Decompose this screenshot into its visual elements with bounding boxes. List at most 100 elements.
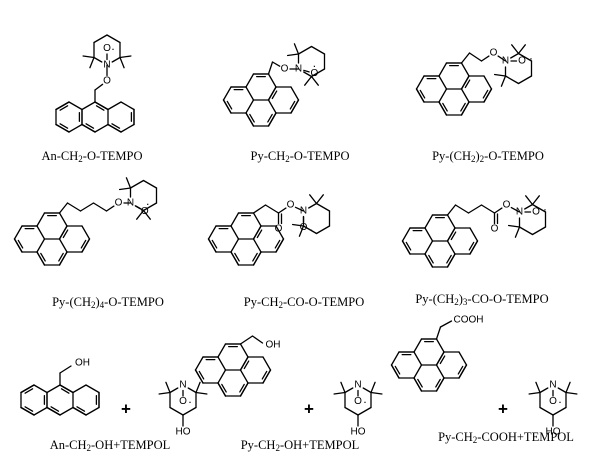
- ring-bond: [68, 101, 83, 111]
- n-o-bond: [303, 69, 310, 73]
- methyl-bond: [82, 55, 95, 59]
- double-bond-line: [198, 370, 205, 380]
- ring-bond: [308, 202, 318, 209]
- o-c-bond: [510, 206, 521, 213]
- ring-bond: [239, 343, 249, 358]
- ring-bond: [446, 214, 456, 229]
- aromatic-bond: [469, 240, 479, 255]
- aromatic-bond: [81, 238, 91, 253]
- ring-bond: [230, 225, 240, 240]
- plus-sign: +: [121, 400, 131, 419]
- ring-bond: [93, 34, 108, 44]
- pyrene-core-5: OO: [207, 200, 305, 266]
- ring-bond: [362, 387, 372, 394]
- ring-bond: [446, 240, 456, 255]
- aromatic-bond: [483, 88, 493, 103]
- ring-bond: [315, 225, 331, 235]
- double-bond-line: [226, 100, 233, 110]
- ring-bond: [390, 351, 400, 366]
- ring-bond: [245, 86, 255, 101]
- hydroxyl-group: HO: [176, 427, 191, 438]
- chain-bond: [480, 204, 496, 214]
- tempol-ring-9: NO·HO: [528, 380, 578, 438]
- ring-bond: [275, 225, 285, 240]
- ring-bond: [517, 75, 533, 85]
- caption-py-ch2-4-o-tempo: Py-(CH2)4-O-TEMPO: [52, 295, 164, 310]
- ring-bond: [182, 406, 197, 416]
- double-bond-line: [468, 241, 475, 251]
- ring-bond: [245, 73, 255, 88]
- methyl-bond: [291, 223, 305, 227]
- ring-bond: [267, 99, 277, 114]
- methyl-bond: [165, 381, 171, 394]
- nitrogen-atom: N: [103, 60, 110, 71]
- double-bond-line: [60, 388, 70, 394]
- o-c-bond: [497, 55, 507, 62]
- ring-bond: [531, 203, 547, 213]
- aromatic-bond: [267, 112, 277, 127]
- aromatic-bond: [290, 99, 300, 114]
- double-bond-line: [450, 231, 457, 241]
- c-o-bond: [277, 207, 287, 214]
- ring-bond: [85, 406, 100, 416]
- aromatic-bond: [446, 253, 456, 268]
- ring-bond: [460, 62, 470, 77]
- aromatic-bond: [58, 225, 68, 240]
- aromatic-bond: [390, 364, 400, 379]
- ring-bond: [357, 406, 372, 416]
- ring-bond: [36, 238, 46, 253]
- methyl-bond: [125, 177, 132, 189]
- double-bond-line: [221, 383, 227, 393]
- aromatic-bond: [438, 101, 448, 116]
- methyl-bond: [119, 55, 132, 59]
- ether-oxygen: O: [503, 200, 511, 211]
- nitrogen-atom: N: [502, 56, 509, 67]
- ring-bond: [217, 369, 227, 384]
- radical-dot: ·: [529, 51, 533, 65]
- ring-bond: [72, 384, 87, 394]
- methyl-bond: [298, 225, 305, 237]
- pyrene-core-2: O: [222, 61, 300, 127]
- ring-bond: [539, 387, 549, 394]
- ring-bond: [33, 384, 48, 394]
- double-bond-line: [252, 252, 258, 262]
- methyl-bond: [525, 195, 534, 206]
- aromatic-bond: [46, 406, 61, 416]
- double-bond-line: [59, 123, 69, 129]
- nitrogen-atom: N: [179, 380, 186, 391]
- nitrogen-atom: N: [549, 380, 556, 391]
- ring-bond: [85, 384, 100, 394]
- ring-bond: [187, 387, 197, 394]
- ether-oxygen: O: [287, 200, 295, 211]
- caption-py-ch2-cooh-tempol: Py-CH2-COOH+TEMPOL: [438, 430, 574, 445]
- ether-oxygen: O: [281, 64, 289, 75]
- ring-bond: [207, 225, 217, 240]
- methyl-bond: [195, 381, 201, 394]
- aromatic-bond: [55, 101, 70, 111]
- methyl-bond: [370, 381, 376, 394]
- hydroxyl-group: HO: [351, 427, 366, 438]
- ring-bond: [531, 226, 547, 236]
- carboxyl-group: COOH: [454, 315, 484, 326]
- ring-bond: [401, 227, 411, 242]
- ring-bond: [504, 75, 520, 85]
- double-bond-line: [50, 406, 60, 412]
- ring-bond: [458, 351, 468, 366]
- chain-bond: [454, 204, 470, 214]
- aromatic-bond: [460, 101, 470, 116]
- ring-bond: [552, 406, 567, 416]
- aromatic-bond: [217, 382, 227, 397]
- ring-bond: [435, 338, 445, 353]
- ring-bond: [36, 212, 46, 227]
- methyl-bond: [158, 391, 171, 395]
- double-bond-line: [111, 123, 121, 129]
- nitrogen-atom: N: [516, 207, 523, 218]
- chain-bond: [446, 204, 457, 216]
- ring-bond: [557, 387, 567, 394]
- aromatic-bond: [435, 351, 445, 366]
- aromatic-bond: [20, 406, 35, 416]
- methyl-bond: [304, 75, 313, 86]
- aromatic-bond: [81, 123, 96, 133]
